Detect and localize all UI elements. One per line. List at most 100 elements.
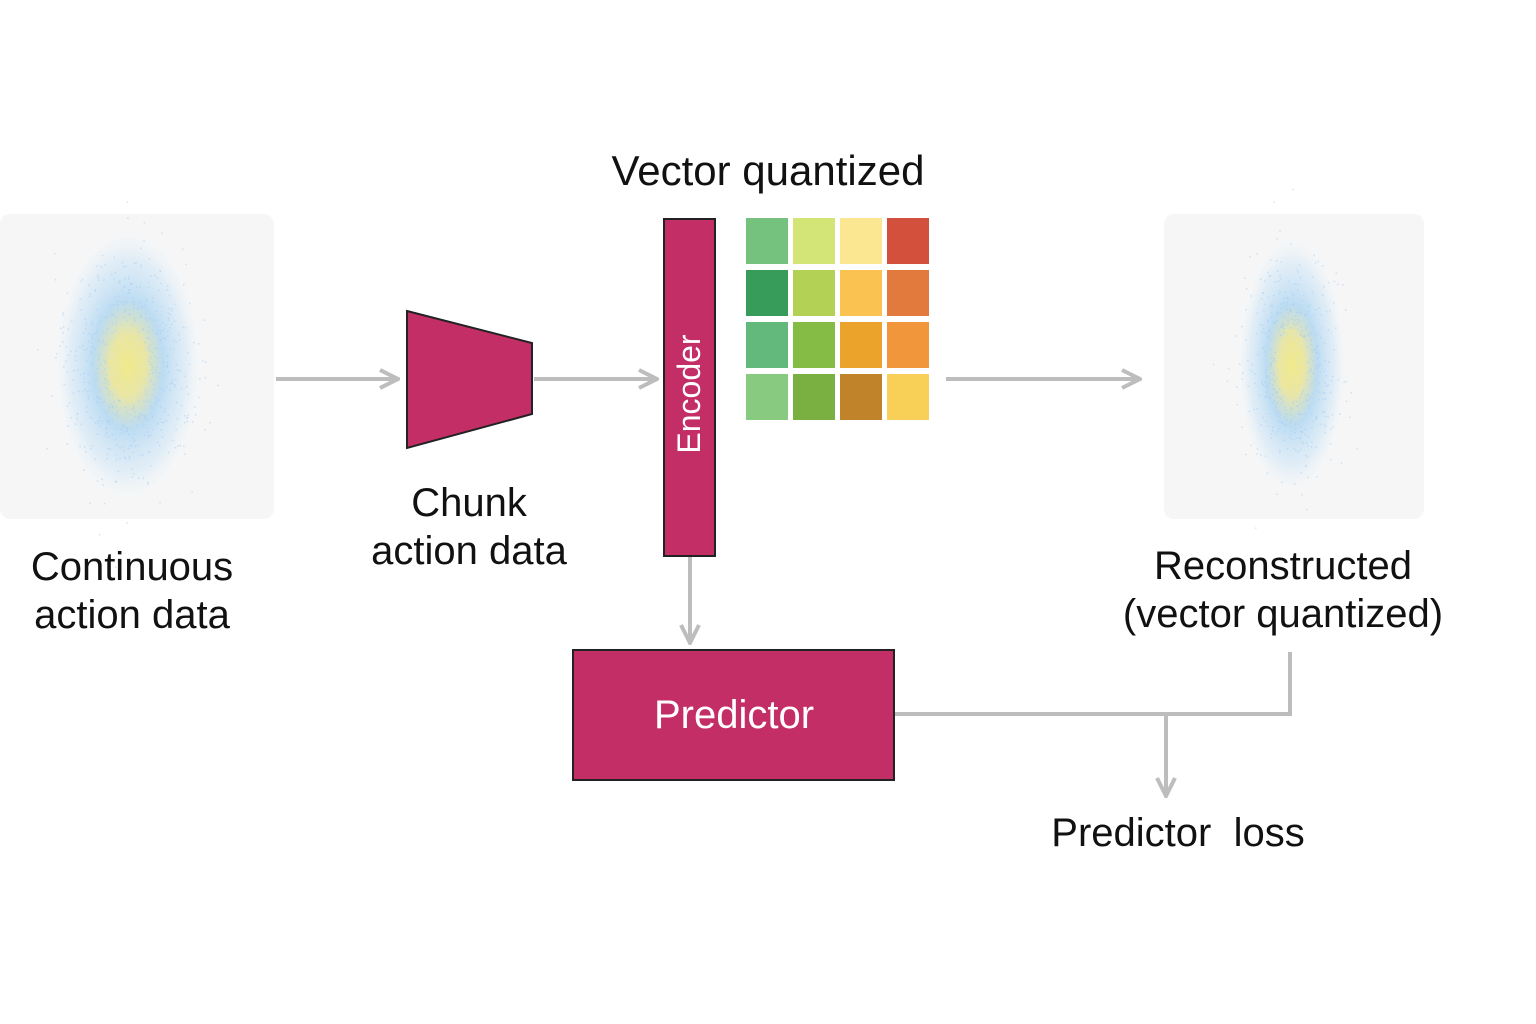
scatter-point — [1261, 346, 1264, 349]
scatter-point — [1328, 361, 1330, 364]
scatter-point — [137, 417, 140, 419]
scatter-point — [1249, 369, 1252, 371]
scatter-point — [123, 423, 125, 426]
scatter-point — [106, 343, 109, 345]
scatter-point — [194, 413, 197, 416]
scatter-point — [105, 374, 107, 376]
scatter-point — [1305, 325, 1308, 328]
scatter-point — [1293, 362, 1295, 365]
scatter-point — [1310, 396, 1312, 399]
scatter-point — [166, 361, 169, 364]
scatter-point — [1266, 472, 1269, 475]
scatter-point — [90, 322, 92, 325]
scatter-point — [114, 376, 117, 378]
scatter-point — [1304, 328, 1307, 331]
scatter-point — [1292, 303, 1295, 306]
scatter-point — [123, 303, 126, 305]
scatter-point — [148, 346, 151, 349]
scatter-point — [1273, 388, 1276, 391]
scatter-point — [146, 355, 149, 357]
scatter-point — [1269, 362, 1272, 364]
scatter-point — [1322, 391, 1325, 394]
scatter-point — [1318, 356, 1320, 358]
scatter-point — [1241, 378, 1243, 381]
scatter-point — [1281, 353, 1284, 356]
scatter-point — [87, 332, 90, 335]
scatter-point — [1280, 278, 1283, 280]
scatter-point — [132, 355, 135, 358]
scatter-point — [1300, 326, 1302, 328]
scatter-point — [86, 360, 88, 362]
scatter-point — [1308, 333, 1311, 335]
scatter-point — [1333, 348, 1336, 351]
scatter-point — [1268, 413, 1271, 415]
scatter-point — [93, 332, 95, 335]
scatter-point — [66, 443, 69, 446]
scatter-point — [169, 327, 171, 329]
scatter-point — [1288, 329, 1291, 331]
scatter-point — [1290, 351, 1292, 354]
scatter-point — [1306, 400, 1308, 403]
scatter-point — [1251, 363, 1254, 366]
scatter-point — [1325, 374, 1328, 377]
scatter-point — [199, 377, 201, 380]
scatter-point — [204, 376, 207, 379]
scatter-point — [1282, 400, 1284, 403]
scatter-point — [165, 324, 168, 326]
scatter-point — [111, 420, 113, 423]
scatter-point — [79, 346, 81, 349]
scatter-point — [159, 332, 162, 334]
scatter-point — [151, 416, 154, 419]
scatter-point — [1226, 380, 1229, 383]
scatter-point — [1278, 427, 1281, 430]
scatter-point — [105, 362, 107, 364]
scatter-point — [1286, 308, 1289, 311]
scatter-point — [122, 450, 125, 453]
scatter-point — [134, 334, 137, 337]
scatter-point — [1299, 437, 1302, 439]
scatter-point — [167, 316, 170, 319]
scatter-point — [1309, 304, 1312, 307]
scatter-point — [111, 433, 114, 436]
scatter-point — [139, 379, 142, 382]
scatter-point — [176, 418, 179, 420]
scatter-point — [1283, 368, 1286, 371]
scatter-point — [158, 289, 160, 292]
scatter-point — [124, 278, 127, 280]
scatter-point — [1284, 291, 1287, 293]
scatter-point — [144, 317, 147, 319]
scatter-point — [159, 406, 162, 408]
scatter-point — [1292, 340, 1294, 342]
scatter-point — [1304, 372, 1307, 374]
scatter-point — [158, 399, 160, 402]
scatter-point — [115, 453, 118, 456]
scatter-point — [1315, 308, 1318, 311]
scatter-point — [128, 288, 131, 291]
scatter-point — [1312, 360, 1314, 362]
scatter-point — [151, 366, 154, 369]
scatter-point — [187, 393, 190, 396]
scatter-point — [1293, 323, 1296, 326]
scatter-point — [1332, 302, 1335, 304]
codebook-cell — [840, 218, 882, 264]
codebook-cell — [793, 270, 835, 316]
scatter-point — [1283, 406, 1286, 409]
scatter-point — [151, 296, 154, 299]
scatter-point — [1297, 411, 1300, 413]
scatter-point — [122, 385, 125, 388]
scatter-point — [104, 344, 106, 347]
scatter-point — [120, 351, 123, 354]
scatter-point — [144, 343, 147, 346]
scatter-point — [1300, 430, 1302, 433]
scatter-point — [1334, 327, 1337, 330]
scatter-point — [1261, 324, 1264, 327]
scatter-point — [123, 375, 125, 378]
scatter-point — [1300, 471, 1302, 474]
scatter-point — [1319, 391, 1321, 394]
scatter-point — [142, 477, 145, 480]
scatter-point — [144, 341, 146, 344]
scatter-point — [1293, 283, 1296, 286]
scatter-point — [1272, 357, 1275, 360]
scatter-point — [96, 274, 99, 277]
